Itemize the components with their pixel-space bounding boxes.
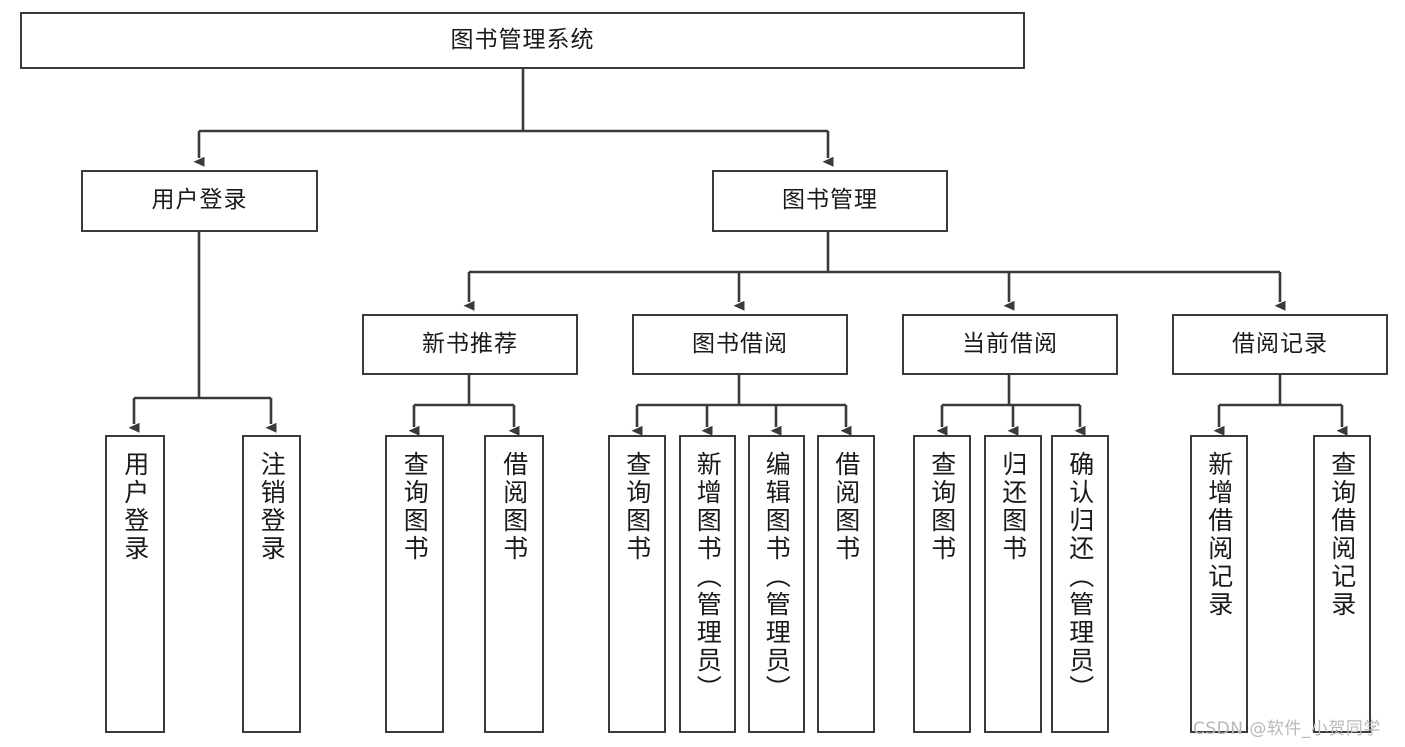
node-new-book-recommend-label: 新书推荐 xyxy=(422,330,518,357)
leaf-query-book-current[interactable]: 查询图书 xyxy=(913,435,971,733)
leaf-logout[interactable]: 注销登录 xyxy=(242,435,301,733)
leaf-confirm-return[interactable]: 确认归还（管理员） xyxy=(1051,435,1109,733)
leaf-query-borrow-record[interactable]: 查询借阅记录 xyxy=(1313,435,1371,733)
leaf-add-book[interactable]: 新增图书（管理员） xyxy=(679,435,736,733)
leaf-query-book-borrow[interactable]: 查询图书 xyxy=(608,435,666,733)
leaf-borrow-book-recommend[interactable]: 借阅图书 xyxy=(484,435,544,733)
leaf-return-book-label: 归还图书 xyxy=(998,451,1028,563)
node-user-login-label: 用户登录 xyxy=(151,187,248,214)
node-borrow-record-label: 借阅记录 xyxy=(1232,330,1328,357)
leaf-borrow-book-label: 借阅图书 xyxy=(831,451,861,563)
node-current-borrow-label: 当前借阅 xyxy=(962,330,1058,357)
leaf-logout-label: 注销登录 xyxy=(257,451,287,563)
leaf-query-book-borrow-label: 查询图书 xyxy=(622,451,652,563)
node-borrow-record[interactable]: 借阅记录 xyxy=(1172,314,1388,375)
leaf-query-book-recommend[interactable]: 查询图书 xyxy=(385,435,444,733)
leaf-confirm-return-label: 确认归还（管理员） xyxy=(1065,451,1095,703)
leaf-query-borrow-record-label: 查询借阅记录 xyxy=(1327,451,1357,619)
leaf-user-login[interactable]: 用户登录 xyxy=(105,435,165,733)
leaf-edit-book[interactable]: 编辑图书（管理员） xyxy=(748,435,805,733)
node-new-book-recommend[interactable]: 新书推荐 xyxy=(362,314,578,375)
leaf-add-book-label: 新增图书（管理员） xyxy=(693,451,723,703)
node-book-management[interactable]: 图书管理 xyxy=(712,170,948,232)
leaf-edit-book-label: 编辑图书（管理员） xyxy=(762,451,792,703)
node-book-management-label: 图书管理 xyxy=(782,187,878,214)
node-book-borrow[interactable]: 图书借阅 xyxy=(632,314,848,375)
node-book-borrow-label: 图书借阅 xyxy=(692,330,788,357)
node-root-label: 图书管理系统 xyxy=(450,26,595,53)
node-current-borrow[interactable]: 当前借阅 xyxy=(902,314,1118,375)
leaf-borrow-book-recommend-label: 借阅图书 xyxy=(499,451,529,563)
leaf-query-book-current-label: 查询图书 xyxy=(927,451,957,563)
leaf-return-book[interactable]: 归还图书 xyxy=(984,435,1042,733)
leaf-user-login-label: 用户登录 xyxy=(120,451,150,563)
node-root[interactable]: 图书管理系统 xyxy=(20,12,1025,69)
leaf-borrow-book[interactable]: 借阅图书 xyxy=(817,435,875,733)
leaf-add-borrow-record-label: 新增借阅记录 xyxy=(1204,451,1234,619)
node-user-login[interactable]: 用户登录 xyxy=(81,170,318,232)
leaf-query-book-recommend-label: 查询图书 xyxy=(400,451,430,563)
leaf-add-borrow-record[interactable]: 新增借阅记录 xyxy=(1190,435,1248,733)
csdn-watermark: CSDN @软件_小贺同学 xyxy=(1193,719,1381,739)
